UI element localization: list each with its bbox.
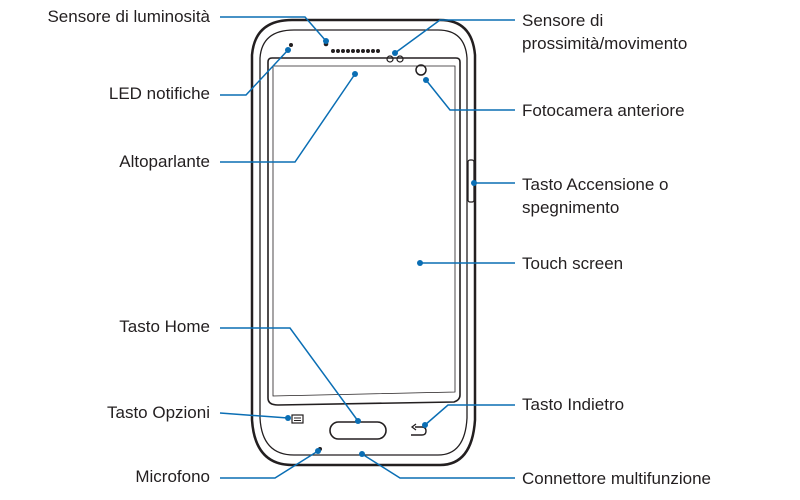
label-proximity-line2: prossimità/movimento	[522, 34, 688, 53]
callout-back-key	[424, 404, 515, 426]
label-proximity-line1: Sensore di	[522, 11, 604, 30]
dot-microphone	[315, 448, 321, 454]
dot-back-key	[422, 422, 428, 428]
label-power-line2: spegnimento	[522, 198, 620, 217]
dot-options-key	[285, 415, 291, 421]
label-power-line1: Tasto Accensione o	[522, 175, 669, 194]
label-led: LED notifiche	[108, 84, 210, 103]
callout-proximity	[394, 19, 515, 54]
front-camera-lens	[415, 64, 427, 76]
label-proximity: Sensore di prossimità/movimento	[522, 9, 687, 55]
label-light-sensor: Sensore di luminosità	[47, 7, 210, 26]
label-multipurpose: Connettore multifunzione	[522, 469, 712, 488]
options-key-icon	[291, 414, 304, 424]
led-dot	[289, 43, 293, 47]
label-back-key: Tasto Indietro	[522, 395, 625, 414]
label-speaker: Altoparlante	[119, 152, 210, 171]
dot-multipurpose	[359, 451, 365, 457]
callout-multipurpose	[361, 453, 515, 479]
label-power-key: Tasto Accensione o spegnimento	[522, 173, 668, 219]
callout-options-key	[219, 412, 289, 419]
dot-led	[285, 47, 291, 53]
dot-front-camera	[423, 77, 429, 83]
dot-home-key	[355, 418, 361, 424]
proximity-sensor-b	[396, 55, 404, 63]
phone-bezel	[259, 29, 468, 456]
phone-body	[250, 18, 477, 467]
label-microphone: Microfono	[135, 467, 210, 486]
callout-microphone	[220, 450, 319, 479]
dot-speaker	[352, 71, 358, 77]
label-touch-screen: Touch screen	[522, 254, 624, 273]
callout-led	[220, 49, 289, 96]
dot-power-key	[471, 180, 477, 186]
label-home-key: Tasto Home	[119, 317, 210, 336]
label-options-key: Tasto Opzioni	[107, 403, 210, 422]
speaker-grille	[331, 49, 380, 53]
dot-proximity	[392, 50, 398, 56]
callout-front-camera	[425, 79, 515, 111]
dot-touch-screen	[417, 260, 423, 266]
display-screen	[267, 57, 461, 406]
dot-light-sensor	[323, 38, 329, 44]
callout-dots	[285, 38, 477, 457]
label-front-camera: Fotocamera anteriore	[522, 101, 685, 120]
proximity-sensor-a	[386, 55, 394, 63]
callout-home-key	[220, 327, 359, 422]
home-key	[329, 421, 387, 440]
callout-light-sensor	[220, 16, 327, 42]
callout-lines	[219, 16, 515, 479]
callout-speaker	[220, 73, 356, 163]
